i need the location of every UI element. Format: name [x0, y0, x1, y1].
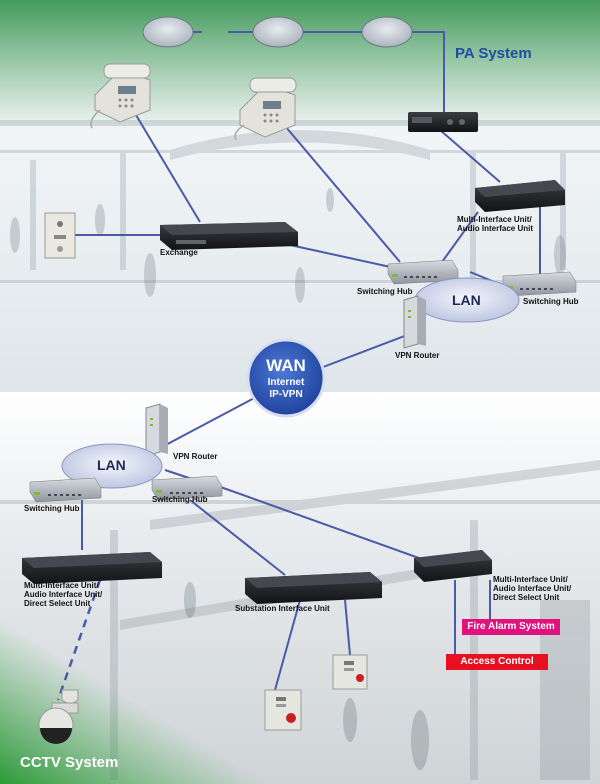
wan-globe-icon	[246, 338, 326, 418]
cctv-system-label: CCTV System	[20, 754, 119, 771]
fire-alarm-badge: Fire Alarm System	[462, 619, 560, 635]
lan-label: LAN	[452, 292, 481, 308]
multi-interface-direct-label-line3: Direct Select Unit	[24, 599, 91, 608]
desk-phone-icon	[90, 63, 151, 129]
switching-hub-icon	[151, 475, 223, 501]
substation-interface-unit-icon	[245, 572, 382, 604]
ceiling-speaker-icon	[142, 16, 194, 48]
ceiling-speaker-icon	[361, 16, 413, 48]
switching-hub-label: Switching Hub	[152, 495, 208, 504]
multi-interface-audio-label-line1: Multi-Interface Unit/	[457, 215, 532, 224]
exchange-label: Exchange	[160, 248, 198, 257]
pa-amplifier-icon	[408, 112, 478, 132]
switching-hub-label: Switching Hub	[523, 297, 579, 306]
exchange-unit-icon	[160, 222, 298, 250]
switching-hub-label: Switching Hub	[357, 287, 413, 296]
desk-phone-icon	[234, 77, 297, 141]
lan-cloud-icon	[61, 443, 163, 489]
ip-vpn-label: IP-VPN	[269, 389, 303, 400]
ceiling-speaker-icon	[252, 16, 304, 48]
wall-intercom-icon	[44, 212, 76, 259]
multi-interface-unit-icon	[475, 180, 565, 212]
vpn-router-label: VPN Router	[173, 452, 218, 461]
emergency-call-panel-icon	[264, 689, 302, 731]
multi-interface-direct-label-line1: Multi-Interface Unit/	[24, 581, 99, 590]
emergency-call-panel-icon	[332, 654, 368, 690]
vpn-router-label: VPN Router	[395, 351, 440, 360]
switching-hub-icon	[29, 477, 102, 503]
multi-interface-direct-label-line1: Multi-Interface Unit/	[493, 575, 568, 584]
multi-interface-unit-icon	[22, 552, 162, 584]
vpn-router-icon	[403, 295, 426, 349]
wan-label: WAN	[266, 356, 306, 375]
pa-system-label: PA System	[455, 45, 532, 62]
internet-label: Internet	[267, 377, 305, 388]
access-control-badge: Access Control	[446, 654, 548, 670]
multi-interface-unit-icon	[414, 550, 492, 582]
multi-interface-direct-label-line3: Direct Select Unit	[493, 593, 560, 602]
multi-interface-audio-label-line2: Audio Interface Unit	[457, 224, 534, 233]
vpn-router-icon	[145, 403, 168, 457]
multi-interface-direct-label-line2: Audio Interface Unit/	[24, 590, 103, 599]
lan-label: LAN	[97, 457, 126, 473]
substation-interface-label: Substation Interface Unit	[235, 604, 330, 613]
cctv-camera-icon	[38, 689, 79, 744]
multi-interface-direct-label-line2: Audio Interface Unit/	[493, 584, 572, 593]
switching-hub-label: Switching Hub	[24, 504, 80, 513]
